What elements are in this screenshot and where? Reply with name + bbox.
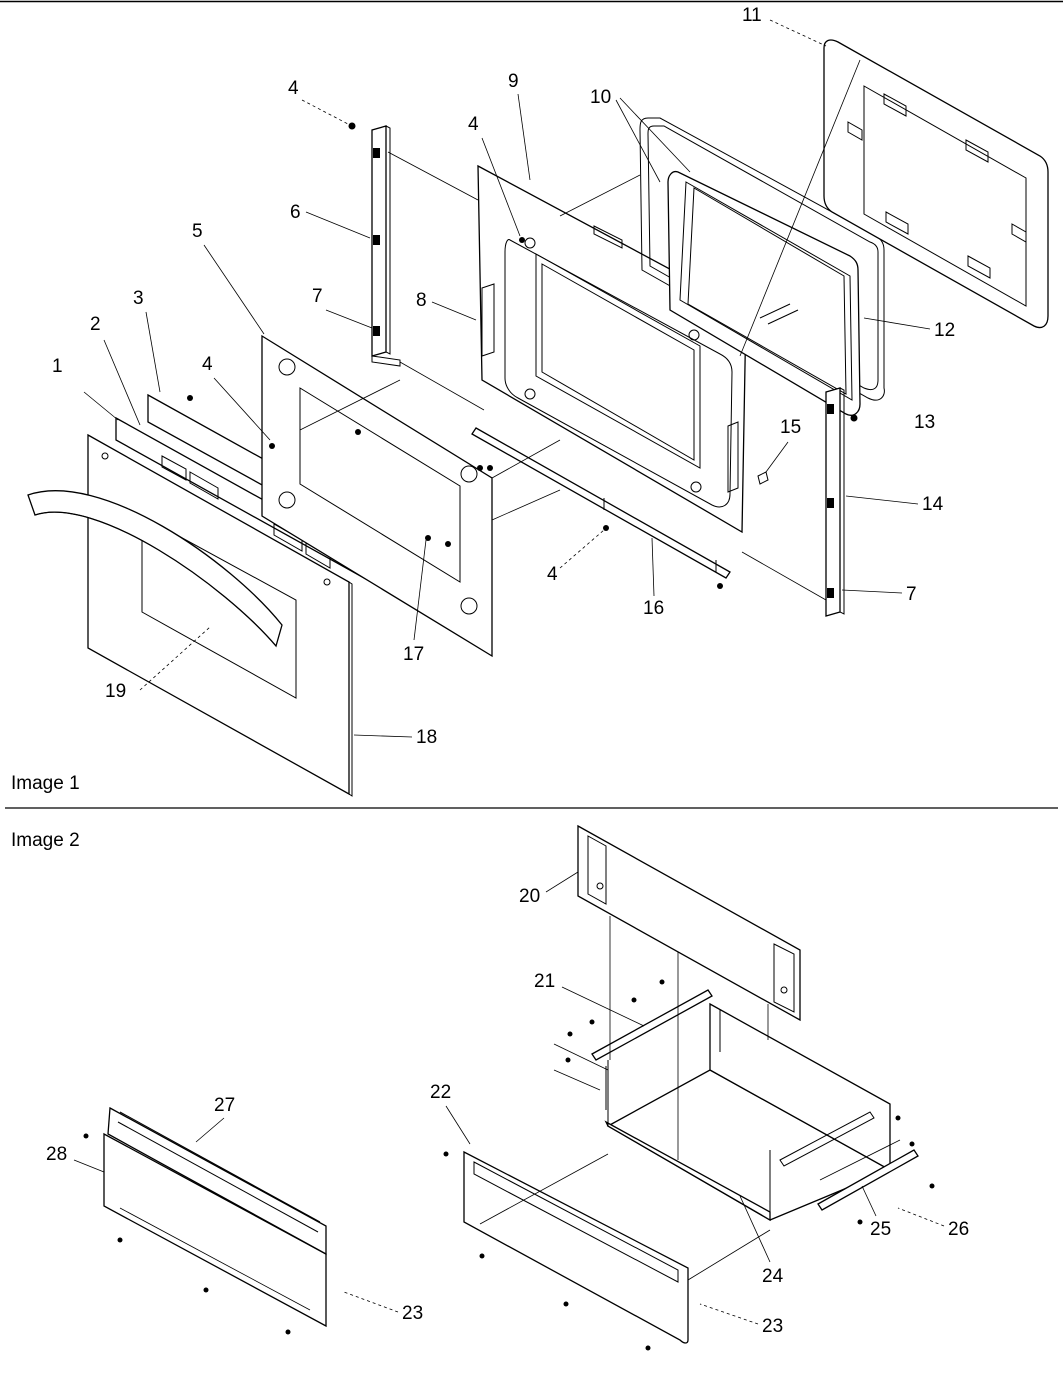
callout-10: 10 bbox=[590, 87, 611, 108]
right-hinge-bracket bbox=[825, 387, 845, 617]
right-drawer-rail bbox=[779, 1111, 919, 1211]
callout-6: 6 bbox=[290, 202, 301, 223]
image-1-oven-door: 1 2 3 4 4 4 4 5 6 7 7 8 9 10 bbox=[11, 5, 1049, 797]
callout-20: 20 bbox=[519, 886, 540, 907]
callout-16: 16 bbox=[643, 598, 664, 619]
callout-4b: 4 bbox=[202, 354, 213, 375]
image-1-label: Image 1 bbox=[11, 773, 80, 794]
callout-2: 2 bbox=[90, 314, 101, 335]
left-hinge-bracket bbox=[371, 125, 401, 367]
callout-9: 9 bbox=[508, 71, 519, 92]
callouts-image-1: 1 2 3 4 4 4 4 5 6 7 7 8 9 10 bbox=[52, 5, 955, 748]
callouts-image-2: 20 21 22 23 23 24 25 26 27 28 bbox=[46, 871, 969, 1337]
callout-11: 11 bbox=[742, 5, 762, 26]
callout-18: 18 bbox=[416, 727, 437, 748]
screws-image-2 bbox=[83, 979, 935, 1351]
callout-15: 15 bbox=[780, 417, 801, 438]
kick-panel bbox=[103, 1106, 327, 1328]
callout-25: 25 bbox=[870, 1219, 891, 1240]
inner-glass bbox=[261, 334, 493, 658]
left-drawer-rail bbox=[591, 989, 713, 1110]
callout-19: 19 bbox=[105, 681, 126, 702]
screws-image-1 bbox=[187, 122, 858, 589]
glass-pack bbox=[667, 170, 861, 416]
inner-door-frame bbox=[477, 164, 747, 534]
drawer-back-panel bbox=[577, 824, 801, 1022]
bottom-channel bbox=[471, 427, 731, 579]
image-2-storage-drawer: Image 2 bbox=[11, 824, 969, 1351]
callout-5: 5 bbox=[192, 221, 203, 242]
callout-1: 1 bbox=[52, 356, 63, 377]
callout-14: 14 bbox=[922, 494, 944, 515]
callout-23b: 23 bbox=[762, 1316, 783, 1337]
callout-7b: 7 bbox=[906, 584, 917, 605]
callout-7a: 7 bbox=[312, 286, 323, 307]
image-2-label: Image 2 bbox=[11, 830, 80, 851]
callout-24: 24 bbox=[762, 1266, 784, 1287]
projection-lines-2 bbox=[119, 916, 901, 1311]
callout-23a: 23 bbox=[402, 1303, 423, 1324]
callout-17: 17 bbox=[403, 644, 424, 665]
callout-3: 3 bbox=[133, 288, 144, 309]
callout-4a: 4 bbox=[288, 78, 299, 99]
door-back-panel bbox=[823, 39, 1049, 329]
callout-4d: 4 bbox=[547, 564, 558, 585]
callout-27: 27 bbox=[214, 1095, 235, 1116]
callout-4c: 4 bbox=[468, 114, 479, 135]
projection-lines bbox=[139, 59, 861, 691]
callout-13: 13 bbox=[914, 412, 935, 433]
callout-28: 28 bbox=[46, 1144, 67, 1165]
callout-8: 8 bbox=[416, 290, 427, 311]
door-handle bbox=[27, 490, 283, 648]
callout-22: 22 bbox=[430, 1082, 451, 1103]
callout-26: 26 bbox=[948, 1219, 969, 1240]
callout-12: 12 bbox=[934, 320, 955, 341]
callout-21: 21 bbox=[534, 971, 555, 992]
drawer-front bbox=[463, 1150, 689, 1344]
